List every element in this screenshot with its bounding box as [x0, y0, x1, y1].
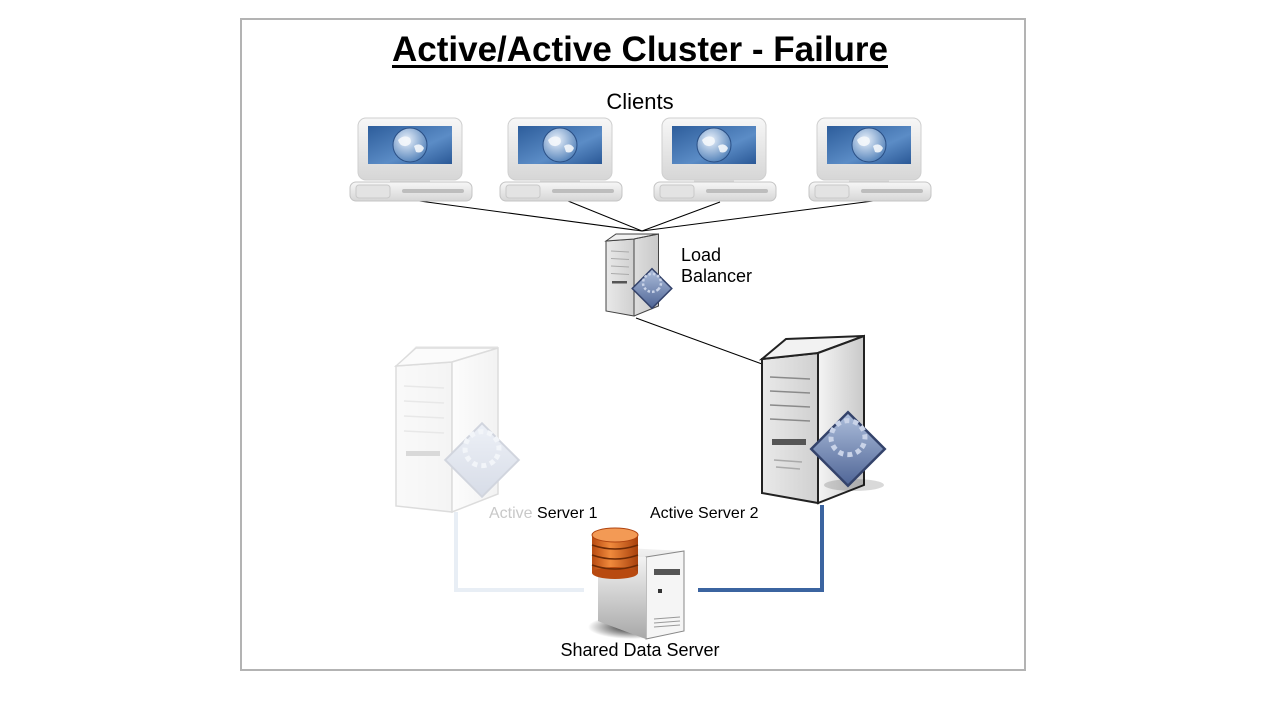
load-balancer-label-line1: Load [681, 245, 722, 265]
client-link-1 [411, 199, 643, 232]
gear-diamond-icon [631, 267, 673, 310]
server2-label: Active Server 2 [650, 505, 759, 522]
client-computer-icon[interactable] [349, 117, 473, 202]
lb-to-server2-link [635, 317, 763, 365]
shared-data-server-label: Shared Data Server [560, 640, 720, 660]
server1-label-suffix: Server 1 [537, 505, 598, 522]
client-links [411, 199, 874, 232]
client-link-3 [641, 201, 721, 232]
load-balancer-icon[interactable] [604, 233, 673, 317]
client-computer-icon[interactable] [653, 117, 777, 202]
diagram-title: Active/Active Cluster - Failure [392, 30, 888, 69]
load-balancer-label: Load Balancer [681, 245, 752, 287]
server1-label-prefix: Active [489, 505, 533, 522]
client-computer-icon[interactable] [808, 117, 932, 202]
database-icon [591, 527, 639, 579]
clients-label: Clients [606, 89, 674, 114]
globe-icon [851, 127, 887, 163]
server1-label: Active Server 1 [489, 505, 598, 523]
load-balancer-label-line2: Balancer [681, 266, 753, 286]
shared-data-server-icon[interactable] [588, 527, 685, 640]
globe-icon [542, 127, 578, 163]
server1-data-link [454, 512, 584, 592]
server2-data-link [698, 505, 824, 592]
gear-diamond-icon [809, 410, 887, 488]
client-computer-icon[interactable] [499, 117, 623, 202]
clients-group [349, 117, 932, 202]
client-link-2 [567, 200, 643, 232]
globe-icon [392, 127, 428, 163]
server1-icon[interactable] [393, 346, 521, 514]
server2-icon[interactable] [758, 334, 887, 505]
globe-icon [696, 127, 732, 163]
client-link-4 [641, 200, 874, 232]
